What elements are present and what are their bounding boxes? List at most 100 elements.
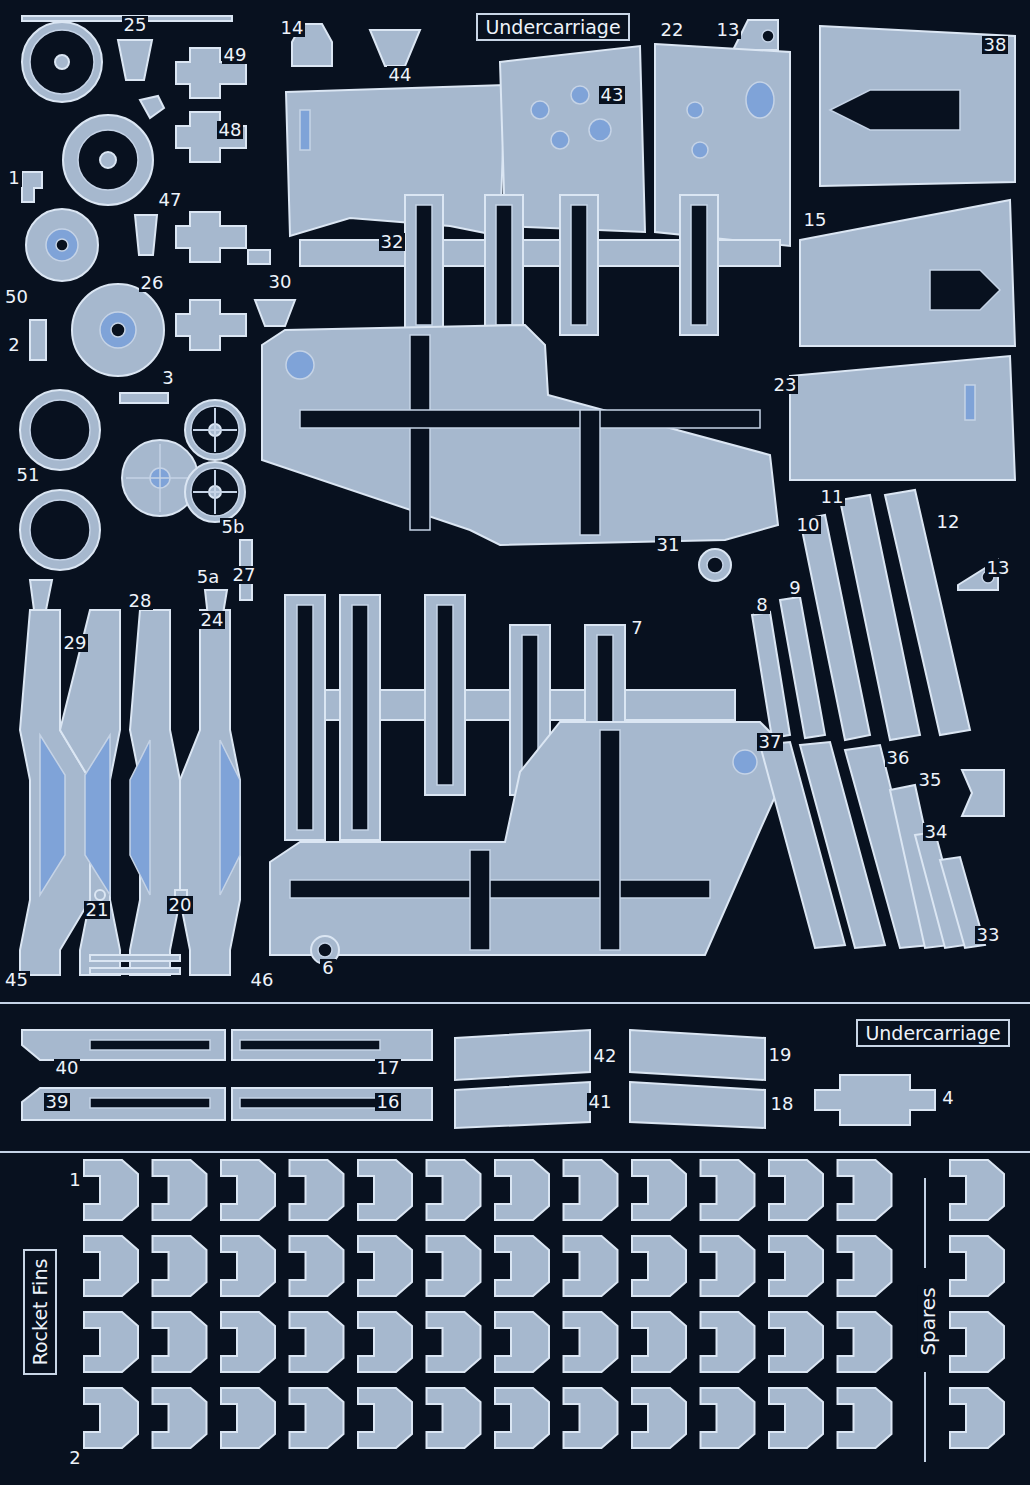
callout-number: 41 [587, 1093, 614, 1112]
rocket-fin [838, 1312, 892, 1372]
rocket-fin [358, 1236, 412, 1296]
callout-number: 40 [54, 1059, 81, 1078]
rocket-fin [495, 1388, 549, 1448]
callout-number: 10 [795, 516, 822, 535]
callout-number: 4 [940, 1089, 955, 1108]
callout-number: 9 [787, 579, 802, 598]
callout-number: 29 [62, 634, 89, 653]
rocket-fin [769, 1236, 823, 1296]
rocket-fin [290, 1160, 344, 1220]
rocket-fin [290, 1236, 344, 1296]
callout-number: 31 [655, 536, 682, 555]
callout-number: 18 [769, 1095, 796, 1114]
callout-number: 32 [379, 233, 406, 252]
callout-number: 22 [659, 21, 686, 40]
rocket-fin [153, 1236, 207, 1296]
callout-number: 28 [127, 592, 154, 611]
rocket-fin [950, 1160, 1004, 1220]
rocket-fin [427, 1388, 481, 1448]
rocket-fin [838, 1388, 892, 1448]
callout-number: 2 [67, 1449, 82, 1468]
box-title: Undercarriage [865, 1023, 1000, 1044]
rocket-fin [701, 1388, 755, 1448]
rocket-fin [495, 1160, 549, 1220]
callout-number: 11 [819, 488, 846, 507]
rocket-fin [153, 1160, 207, 1220]
label-box: Undercarriage [856, 1019, 1009, 1048]
rocket-fin [701, 1312, 755, 1372]
callout-number: 50 [3, 288, 30, 307]
rocket-fin [153, 1312, 207, 1372]
rocket-fin [221, 1160, 275, 1220]
callout-number: 25 [122, 16, 149, 35]
rocket-fin [564, 1312, 618, 1372]
rocket-fin [564, 1236, 618, 1296]
rocket-fin [290, 1388, 344, 1448]
rocket-fin [427, 1236, 481, 1296]
callout-number: 1 [6, 169, 21, 188]
callout-number: 38 [982, 36, 1009, 55]
rocket-fin [221, 1236, 275, 1296]
callout-number: 43 [599, 86, 626, 105]
rocket-fin [221, 1312, 275, 1372]
callout-number: 6 [320, 959, 335, 978]
rocket-fin [950, 1236, 1004, 1296]
rocket-fin [950, 1312, 1004, 1372]
callout-number: 51 [15, 466, 42, 485]
callout-number: 3 [160, 369, 175, 388]
callout-number: 26 [139, 274, 166, 293]
callout-number: 39 [44, 1093, 71, 1112]
rocket-fin [495, 1236, 549, 1296]
rocket-fin [701, 1236, 755, 1296]
rocket-fin [153, 1388, 207, 1448]
callout-number: 13 [715, 21, 742, 40]
callout-number: 48 [217, 121, 244, 140]
callout-number: 5b [220, 518, 247, 537]
callout-number: 13 [985, 559, 1012, 578]
callout-number: 12 [935, 513, 962, 532]
rocket-fin [632, 1236, 686, 1296]
rocket-fin [358, 1312, 412, 1372]
label-box: Rocket Fins [23, 1249, 58, 1376]
rocket-fin [290, 1312, 344, 1372]
callout-number: 14 [279, 19, 306, 38]
callout-number: 46 [249, 971, 276, 990]
rocket-fin [564, 1160, 618, 1220]
callout-number: 36 [885, 749, 912, 768]
callout-number: 42 [592, 1047, 619, 1066]
group-label: Spares [918, 1285, 939, 1357]
rocket-fin [950, 1388, 1004, 1448]
rocket-fin [84, 1236, 138, 1296]
rocket-fin [427, 1312, 481, 1372]
callout-number: 21 [84, 901, 111, 920]
rocket-fin [701, 1160, 755, 1220]
rocket-fin [564, 1388, 618, 1448]
callout-number: 16 [375, 1093, 402, 1112]
rocket-fin [358, 1388, 412, 1448]
rocket-fin [632, 1312, 686, 1372]
callout-number: 17 [375, 1059, 402, 1078]
callout-number: 2 [6, 336, 21, 355]
rocket-fin [838, 1160, 892, 1220]
rocket-fin [495, 1312, 549, 1372]
callout-number: 45 [3, 971, 30, 990]
callout-number: 20 [167, 896, 194, 915]
box-title: Rocket Fins [30, 1259, 51, 1366]
rocket-fin [769, 1160, 823, 1220]
rocket-fin [221, 1388, 275, 1448]
callout-number: 27 [231, 566, 258, 585]
callout-number: 34 [923, 823, 950, 842]
callout-number: 23 [772, 376, 799, 395]
rocket-fin [84, 1388, 138, 1448]
callout-number: 33 [975, 926, 1002, 945]
rocket-fin [838, 1236, 892, 1296]
callout-number: 37 [757, 733, 784, 752]
rocket-fin [84, 1160, 138, 1220]
box-title: Undercarriage [485, 17, 620, 38]
rocket-fin [358, 1160, 412, 1220]
label-box: Undercarriage [476, 13, 629, 42]
callout-number: 24 [199, 611, 226, 630]
callout-number: 35 [917, 771, 944, 790]
callout-number: 7 [629, 619, 644, 638]
